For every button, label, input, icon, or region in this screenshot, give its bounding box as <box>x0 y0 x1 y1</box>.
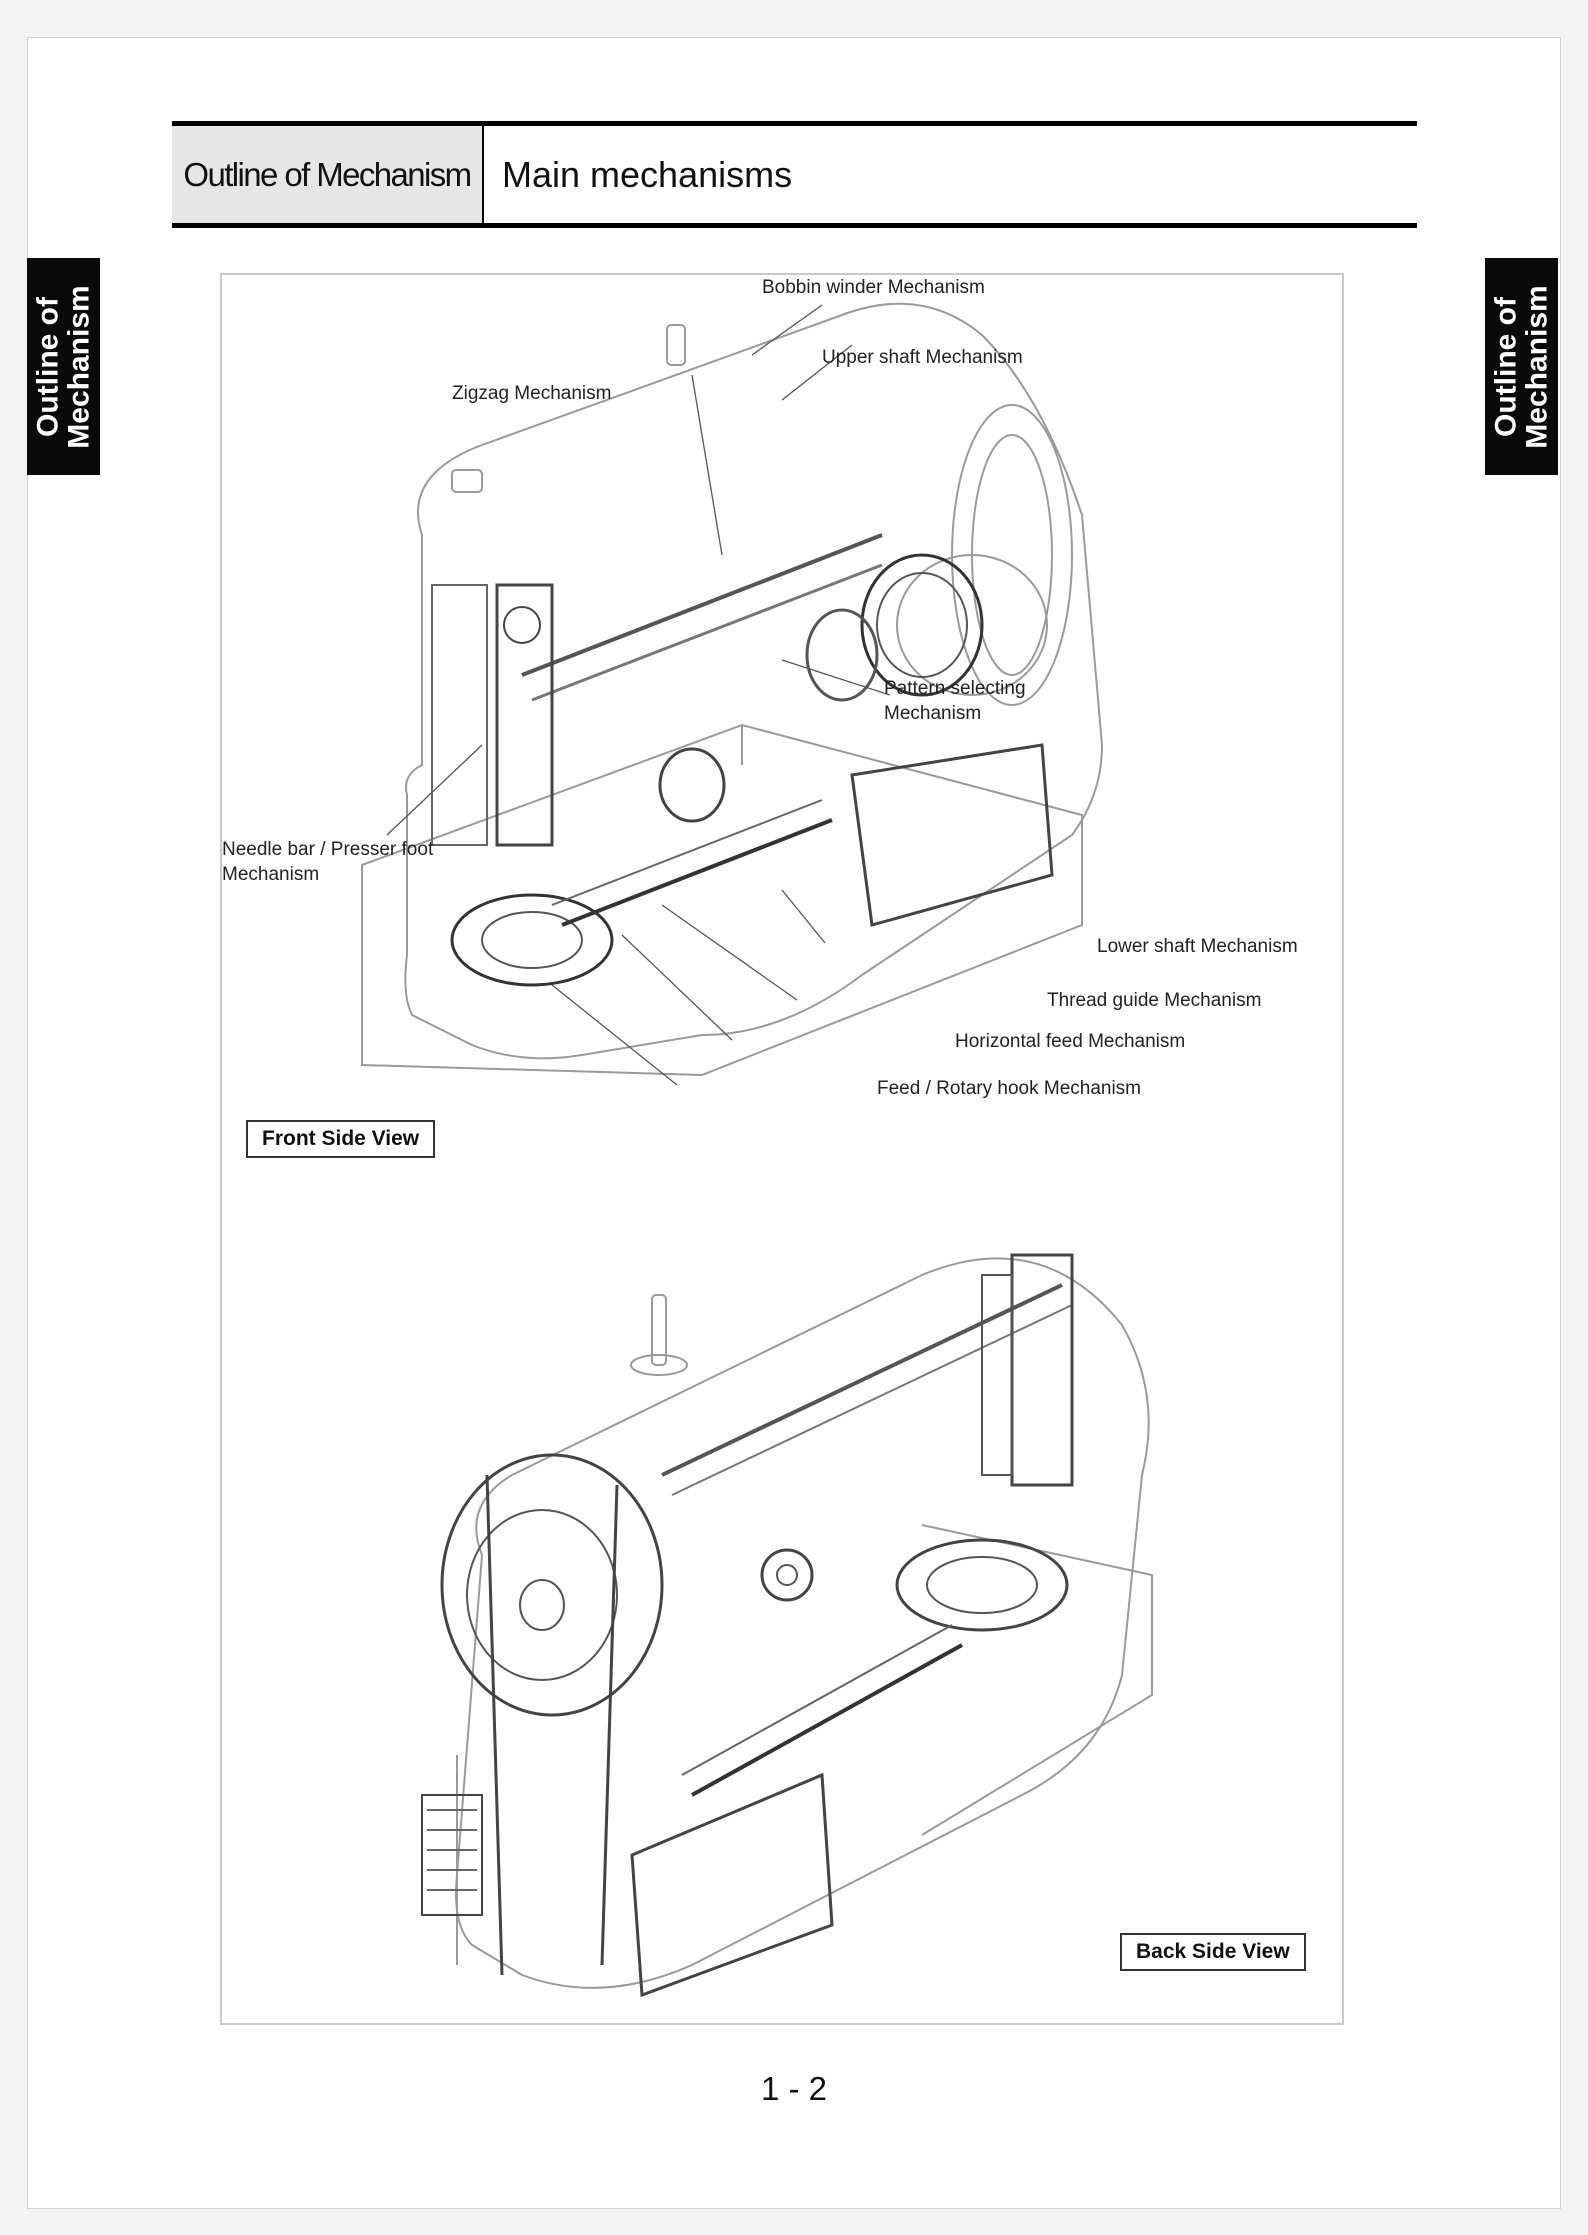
side-tab-left-line1: Outline of <box>31 296 65 437</box>
sewing-machine-illustration <box>361 302 1153 1998</box>
page-number: 1 - 2 <box>760 2070 828 2107</box>
callout-pattern-selecting-line2: Mechanism <box>884 703 982 724</box>
callout-needle-bar-presser-foot: Needle bar / Presser foot Mechanism <box>222 837 433 887</box>
callout-upper-shaft: Upper shaft Mechanism <box>822 347 1023 368</box>
front-side-view-label: Front Side View <box>246 1120 436 1158</box>
side-tab-right-line2: Mechanism <box>1520 284 1554 449</box>
side-tab-left: Outline of Mechanism <box>27 258 100 475</box>
callout-thread-guide: Thread guide Mechanism <box>1047 990 1262 1011</box>
side-tab-right-line1: Outline of <box>1489 296 1523 437</box>
mechanism-figure: Bobbin winder Mechanism Upper shaft Mech… <box>220 273 1344 2025</box>
side-tab-left-line2: Mechanism <box>62 284 96 449</box>
callout-lower-shaft: Lower shaft Mechanism <box>1097 936 1298 957</box>
page-title: Main mechanisms <box>502 153 793 195</box>
side-tab-left-text: Outline of Mechanism <box>31 284 96 449</box>
page-header: Outline of Mechanism Main mechanisms <box>172 121 1417 228</box>
callout-needle-bar-line1: Needle bar / Presser foot <box>222 839 434 860</box>
callout-bobbin-winder: Bobbin winder Mechanism <box>762 277 985 298</box>
side-tab-right: Outline of Mechanism <box>1485 258 1558 475</box>
callout-zigzag: Zigzag Mechanism <box>452 383 612 404</box>
callout-pattern-selecting-line1: Pattern selecting <box>884 678 1026 699</box>
callout-needle-bar-line2: Mechanism <box>222 864 320 885</box>
side-tab-right-text: Outline of Mechanism <box>1489 284 1554 449</box>
callout-feed-rotary-hook: Feed / Rotary hook Mechanism <box>877 1078 1142 1099</box>
back-side-view-label: Back Side View <box>1120 1933 1306 1971</box>
section-title: Outline of Mechanism <box>172 126 484 223</box>
callout-pattern-selecting: Pattern selecting Mechanism <box>884 676 1026 726</box>
callout-horizontal-feed: Horizontal feed Mechanism <box>955 1031 1186 1052</box>
